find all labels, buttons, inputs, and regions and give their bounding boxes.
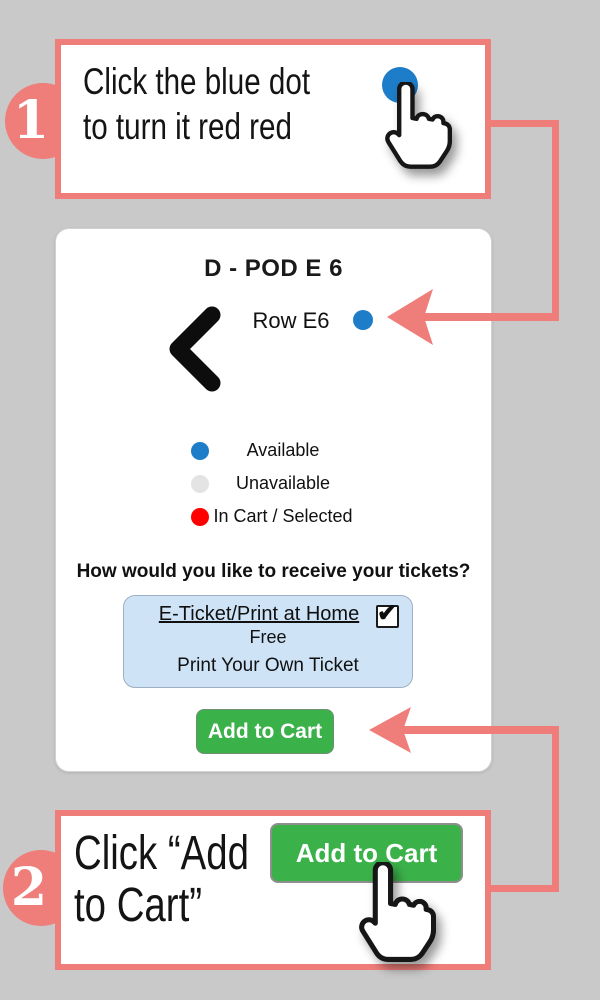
connector-2-shaft bbox=[398, 726, 556, 734]
eticket-link[interactable]: E-Ticket/Print at Home bbox=[158, 603, 360, 625]
back-chevron-icon[interactable] bbox=[162, 305, 224, 393]
unavailable-dot-icon bbox=[191, 475, 209, 493]
step-1-line-2: to turn it red red bbox=[83, 106, 292, 147]
connector-2-vertical bbox=[552, 726, 559, 892]
price-label: Free bbox=[249, 627, 287, 647]
seat-map-card: D - POD E 6 Row E6 Available Unavailable… bbox=[55, 228, 492, 772]
arrow-left-icon bbox=[369, 707, 411, 753]
step-2-instruction: Click “Add to Cart” bbox=[74, 828, 293, 932]
eticket-checkbox[interactable] bbox=[376, 599, 399, 628]
seat-legend: Available Unavailable In Cart / Selected bbox=[56, 435, 491, 534]
legend-label: In Cart / Selected bbox=[213, 506, 353, 526]
section-title: D - POD E 6 bbox=[204, 255, 343, 282]
delivery-note: Print Your Own Ticket bbox=[177, 655, 359, 676]
in-cart-dot-icon bbox=[191, 508, 209, 526]
available-seat-dot[interactable] bbox=[353, 310, 373, 330]
step-1-instruction: Click the blue dot to turn it red red bbox=[83, 59, 367, 149]
connector-1-shaft bbox=[418, 313, 558, 321]
delivery-question: How would you like to receive your ticke… bbox=[76, 561, 471, 582]
delivery-option-panel[interactable]: E-Ticket/Print at Home Free Print Your O… bbox=[123, 595, 413, 688]
connector-1-vertical bbox=[552, 120, 559, 321]
row-label: Row E6 bbox=[252, 308, 330, 333]
legend-label: Unavailable bbox=[235, 473, 331, 493]
step-2-line-2: to Cart” bbox=[74, 879, 203, 932]
pointer-hand-icon bbox=[385, 82, 452, 169]
available-dot-icon bbox=[191, 442, 209, 460]
legend-row-available: Available bbox=[56, 435, 491, 468]
legend-row-unavailable: Unavailable bbox=[56, 468, 491, 501]
instruction-box-1: Click the blue dot to turn it red red bbox=[55, 39, 491, 199]
connector-1-horizontal bbox=[487, 120, 559, 127]
pointer-hand-icon bbox=[359, 862, 436, 962]
step-1-line-1: Click the blue dot bbox=[83, 61, 311, 102]
step-1-number: 1 bbox=[12, 90, 50, 151]
add-to-cart-button[interactable]: Add to Cart bbox=[196, 709, 334, 754]
arrow-left-icon bbox=[387, 289, 433, 345]
step-2-number: 2 bbox=[10, 857, 48, 918]
connector-2-horizontal bbox=[487, 885, 559, 892]
step-2-line-1: Click “Add bbox=[74, 827, 249, 880]
legend-label: Available bbox=[246, 440, 320, 460]
legend-row-selected: In Cart / Selected bbox=[56, 501, 491, 534]
instruction-box-2: Click “Add to Cart” Add to Cart bbox=[55, 810, 491, 970]
demo-add-to-cart-button: Add to Cart bbox=[270, 823, 463, 883]
